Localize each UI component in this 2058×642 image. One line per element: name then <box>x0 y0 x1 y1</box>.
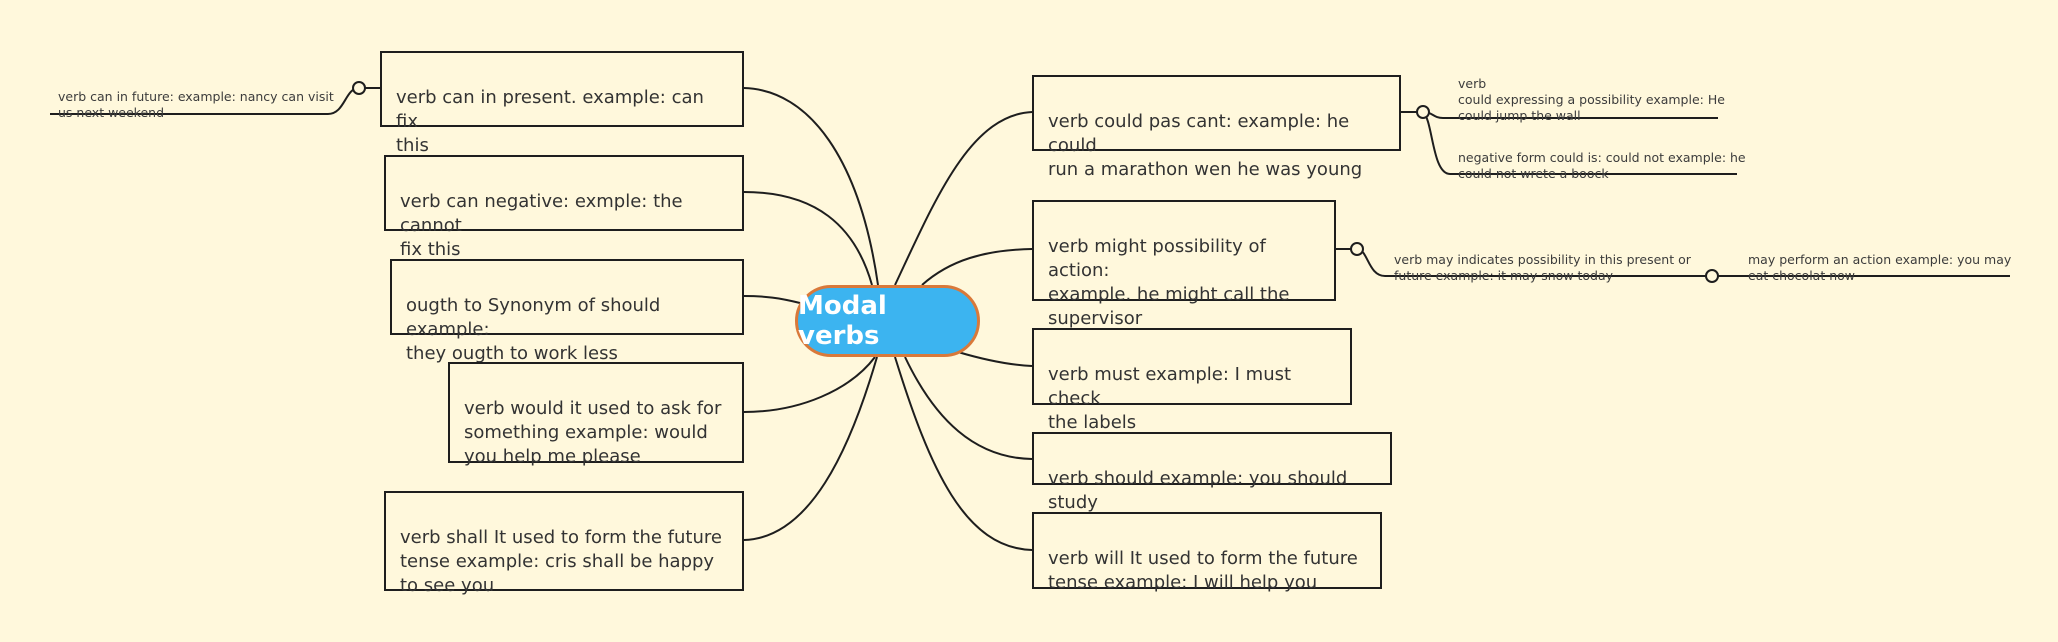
connector-ougth <box>743 295 801 304</box>
topic-ougth-to[interactable]: ougth to Synonym of should example: they… <box>390 259 744 364</box>
subtopic-could-negative[interactable]: negative form could is: could not exampl… <box>1458 134 1748 182</box>
connector-could <box>894 111 1033 286</box>
topic-label: verb should example: you should study <box>1048 468 1348 513</box>
topic-might[interactable]: verb might possibility of action: exampl… <box>1032 200 1336 329</box>
subtopic-may[interactable]: verb may indicates possibility in this p… <box>1394 236 1704 284</box>
topic-label: verb can negative: exmple: the cannot fi… <box>400 191 683 260</box>
central-topic[interactable]: Modal verbs <box>795 285 980 357</box>
joint-may <box>1705 269 1719 283</box>
topic-label: verb might possibility of action: exampl… <box>1048 236 1290 329</box>
subtopic-label: verb could expressing a possibility exam… <box>1458 76 1725 123</box>
connector-will <box>894 356 1033 551</box>
connector-would <box>743 356 876 413</box>
subtopic-can-future[interactable]: verb can in future: example: nancy can v… <box>58 73 348 121</box>
topic-label: ougth to Synonym of should example: they… <box>406 295 661 364</box>
central-topic-label: Modal verbs <box>798 291 887 351</box>
subtopic-could-possibility[interactable]: verb could expressing a possibility exam… <box>1458 60 1728 124</box>
subtopic-label: may perform an action example: you may e… <box>1748 252 2012 283</box>
topic-label: verb could pas cant: example: he could r… <box>1048 111 1363 180</box>
topic-label: verb must example: I must check the labe… <box>1048 364 1292 433</box>
connector-might <box>921 248 1033 286</box>
connector-should <box>904 356 1033 460</box>
topic-label: verb shall It used to form the future te… <box>400 527 722 596</box>
topic-should[interactable]: verb should example: you should study <box>1032 432 1392 513</box>
topic-shall[interactable]: verb shall It used to form the future te… <box>384 491 744 596</box>
subtopic-may-perform[interactable]: may perform an action example: you may e… <box>1748 236 2018 284</box>
topic-can-present[interactable]: verb can in present. example: can fix th… <box>380 51 744 156</box>
subtopic-label: verb may indicates possibility in this p… <box>1394 252 1691 283</box>
topic-can-negative[interactable]: verb can negative: exmple: the cannot fi… <box>384 155 744 260</box>
topic-label: verb can in present. example: can fix th… <box>396 87 704 156</box>
joint-can-future <box>352 81 366 95</box>
topic-label: verb would it used to ask for something … <box>464 398 722 467</box>
topic-will[interactable]: verb will It used to form the future ten… <box>1032 512 1382 593</box>
topic-would[interactable]: verb would it used to ask for something … <box>448 362 744 467</box>
topic-label: verb will It used to form the future ten… <box>1048 548 1358 593</box>
connector-shall <box>743 356 878 541</box>
joint-might <box>1350 242 1364 256</box>
connector-can-negative <box>743 191 873 286</box>
subtopic-label: verb can in future: example: nancy can v… <box>58 89 334 120</box>
connector-can-present <box>743 87 879 286</box>
topic-could[interactable]: verb could pas cant: example: he could r… <box>1032 75 1401 180</box>
topic-must[interactable]: verb must example: I must check the labe… <box>1032 328 1352 433</box>
connector-must <box>957 351 1033 367</box>
joint-could <box>1416 105 1430 119</box>
subtopic-label: negative form could is: could not exampl… <box>1458 150 1746 181</box>
